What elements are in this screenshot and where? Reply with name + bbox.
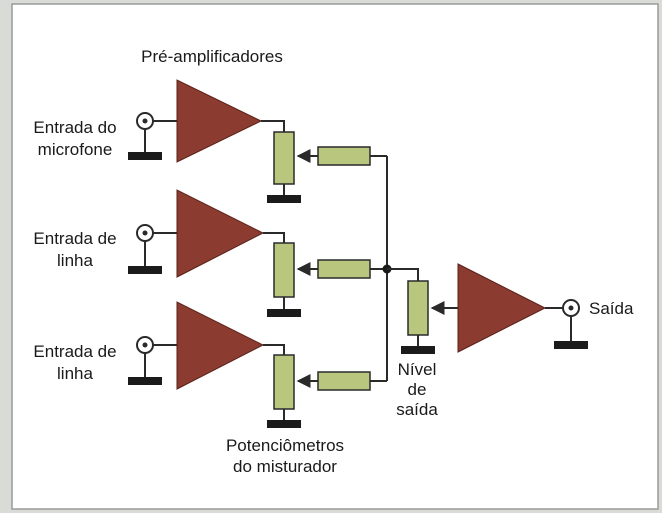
preamplifier-3 (176, 301, 265, 390)
mixer-potentiometer-3 (273, 354, 295, 410)
ground-symbol (401, 346, 435, 354)
ground-symbol (128, 377, 162, 385)
channel-1: Entrada do microfone (33, 79, 387, 203)
input-label-1-line2: microfone (38, 140, 113, 159)
preamplifier-1 (176, 79, 263, 163)
ground-symbol (267, 420, 301, 428)
input-label-3-line1: Entrada de (33, 342, 116, 361)
input-label-2-line2: linha (57, 251, 93, 270)
output-level-label-line3: saída (396, 400, 438, 419)
mixing-resistor-3 (317, 371, 371, 391)
ground-symbol (128, 266, 162, 274)
output-level-label-line1: Nível (398, 360, 437, 379)
mixing-resistor-1 (317, 146, 371, 166)
mixing-resistor-2 (317, 259, 371, 279)
mixer-potentiometers-label-line2: do misturador (233, 457, 337, 476)
mixer-potentiometer-1 (273, 131, 295, 185)
ground-symbol (128, 152, 162, 160)
output-level-potentiometer (407, 280, 429, 336)
mixer-potentiometer-2 (273, 242, 295, 298)
output-level-label-line2: de (408, 380, 427, 399)
input-label-3-line2: linha (57, 364, 93, 383)
channel-3: Entrada de linha (33, 301, 387, 428)
channel-2: Entrada de linha (33, 189, 387, 317)
preamplifiers-title: Pré-amplificadores (141, 47, 283, 66)
input-label-2-line1: Entrada de (33, 229, 116, 248)
input-label-1-line1: Entrada do (33, 118, 116, 137)
ground-symbol (554, 341, 588, 349)
ground-symbol (267, 195, 301, 203)
output-jack (554, 299, 588, 349)
diagram-panel (11, 3, 659, 510)
mixer-potentiometers-label-line1: Potenciômetros (226, 436, 344, 455)
ground-symbol (267, 309, 301, 317)
output-amplifier (457, 263, 547, 353)
output-label: Saída (589, 299, 634, 318)
preamplifier-2 (176, 189, 265, 278)
